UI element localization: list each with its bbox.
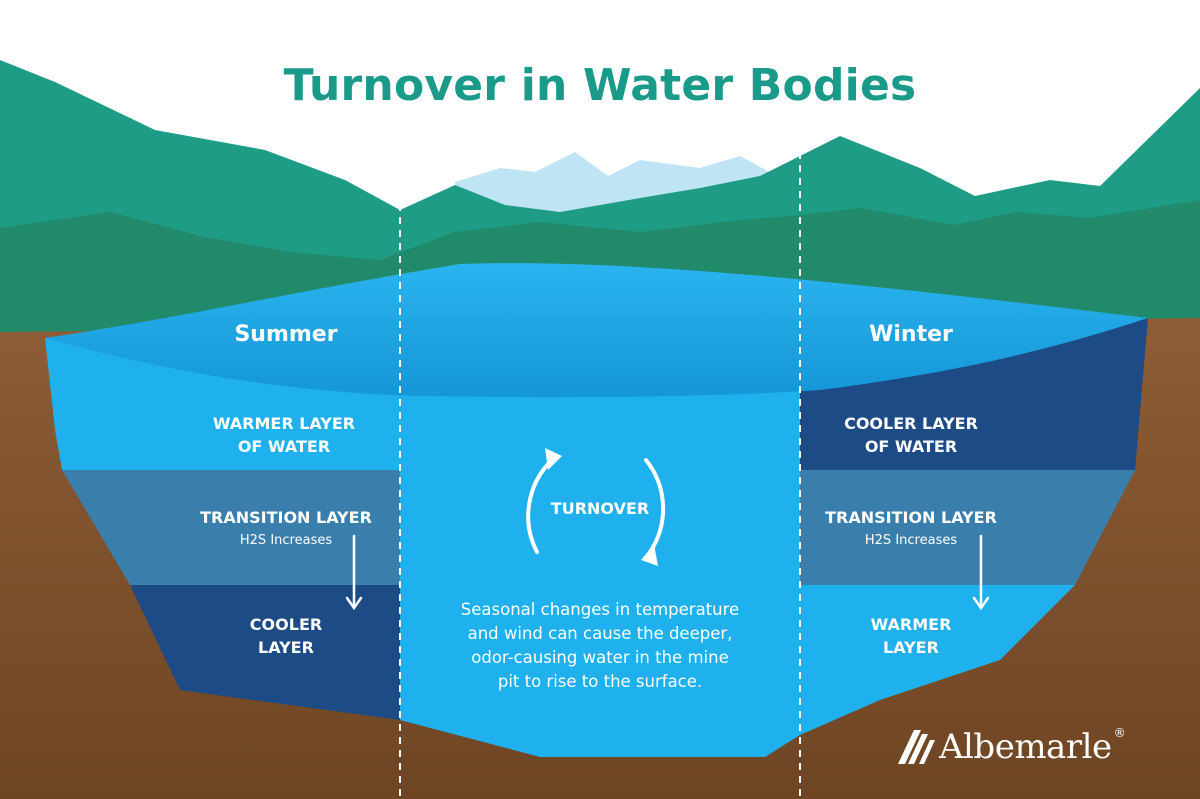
arrowhead-bottom <box>641 544 658 566</box>
turnover-water <box>400 295 800 757</box>
winter-h2s-note: H2S Increases <box>864 533 958 548</box>
turnover-cycle-icon <box>526 458 666 554</box>
summer-h2s-note: H2S Increases <box>239 533 333 548</box>
winter-warm-layer <box>800 585 1075 735</box>
mine-pit <box>45 263 1148 757</box>
arrowhead-top <box>545 448 562 470</box>
turnover-label: TURNOVER <box>550 499 650 518</box>
winter-bottom-layer-label: WARMER LAYER <box>870 615 952 657</box>
page-title: Turnover in Water Bodies <box>283 60 917 111</box>
winter-transition-layer <box>800 470 1135 585</box>
summer-transition-label: TRANSITION LAYER <box>200 508 372 527</box>
winter-down-arrow <box>972 534 990 611</box>
registered-mark: ® <box>1113 726 1126 740</box>
winter-transition-label: TRANSITION LAYER <box>825 508 997 527</box>
winter-label: Winter <box>869 322 953 347</box>
logo-wordmark: Albemarle <box>939 727 1112 767</box>
albemarle-logo: Albemarle ® <box>895 722 1126 772</box>
winter-top-layer-label: COOLER LAYER OF WATER <box>844 414 978 456</box>
summer-bottom-layer-label: COOLER LAYER <box>249 615 323 657</box>
albemarle-logo-mark <box>898 730 935 764</box>
summer-cool-layer <box>130 585 400 720</box>
summer-transition-layer <box>62 470 400 585</box>
summer-top-layer-label: WARMER LAYER OF WATER <box>212 414 356 456</box>
summer-label: Summer <box>234 322 338 347</box>
summer-down-arrow <box>345 534 363 611</box>
water-surface <box>45 263 1148 398</box>
turnover-description: Seasonal changes in temperature and wind… <box>460 600 740 691</box>
